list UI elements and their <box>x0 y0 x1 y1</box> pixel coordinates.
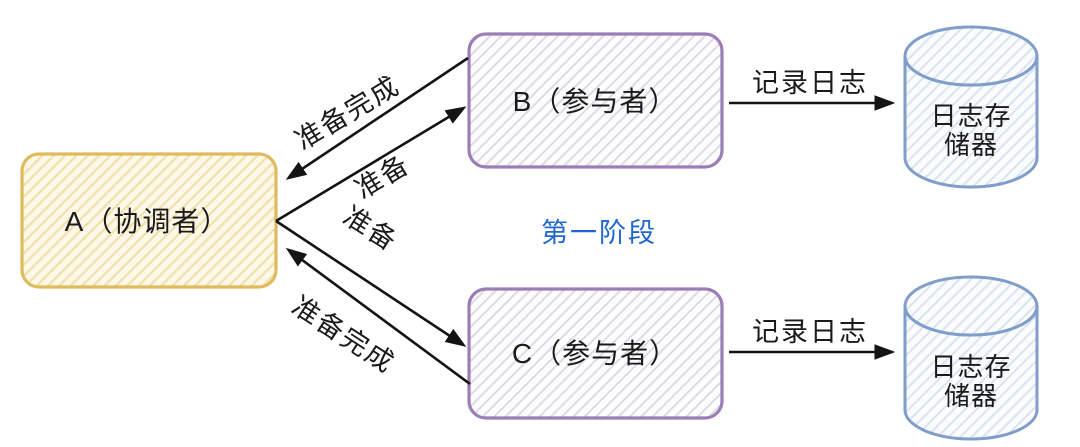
participant-c-box <box>467 287 724 420</box>
log-store-c-node: 日志存 储器 <box>903 275 1039 441</box>
edge-label-c-to-log: 记录日志 <box>752 317 868 347</box>
log-store-c-cylinder-top <box>903 275 1039 337</box>
participant-b-node: B（参与者） <box>467 32 724 169</box>
edge-label-a-to-c: 准备 <box>338 201 403 257</box>
log-store-b-label-line2: 储器 <box>944 130 998 160</box>
log-store-b-cylinder-top <box>903 25 1039 87</box>
participant-c-label: C（参与者） <box>512 338 678 369</box>
log-store-b-node: 日志存 储器 <box>903 25 1039 189</box>
arrow-a-to-c <box>275 219 467 347</box>
log-store-c-label-line2: 储器 <box>944 381 998 411</box>
phase-label: 第一阶段 <box>541 218 657 248</box>
log-store-c-label-line1: 日志存 <box>930 352 1011 382</box>
coordinator-label: A（协调者） <box>65 206 230 237</box>
arrow-c-to-a <box>285 247 471 386</box>
participant-b-box <box>467 32 724 169</box>
arrow-a-to-b <box>275 106 467 223</box>
participant-c-node: C（参与者） <box>467 287 724 420</box>
arrow-b-to-a <box>285 56 469 180</box>
log-store-b-label-line1: 日志存 <box>930 101 1011 131</box>
edge-label-b-to-log: 记录日志 <box>752 68 868 98</box>
edge-label-c-to-a: 准备完成 <box>287 291 401 379</box>
participant-b-label: B（参与者） <box>513 86 678 117</box>
coordinator-node: A（协调者） <box>20 152 278 289</box>
